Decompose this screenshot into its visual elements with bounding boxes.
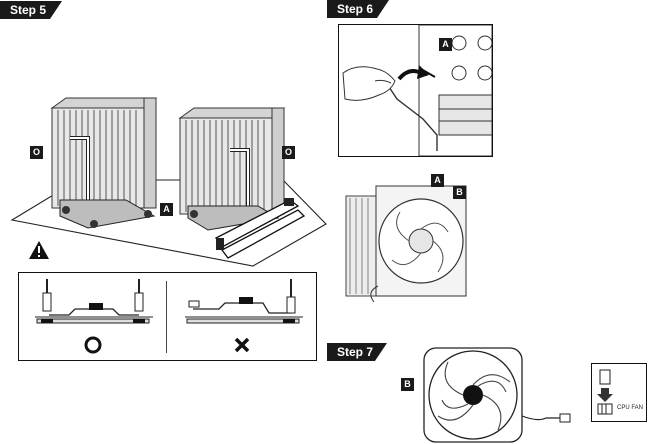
fan-cable-drawing bbox=[423, 347, 571, 443]
assembled-cooler-drawing bbox=[345, 185, 467, 303]
clip-install-drawing bbox=[342, 25, 492, 156]
incorrect-mounting-drawing bbox=[185, 279, 303, 324]
cross-incorrect-icon bbox=[234, 337, 250, 353]
step5-cooler-illustration bbox=[10, 97, 327, 267]
step-6-heading: Step 6 bbox=[327, 0, 389, 18]
circle-correct-icon bbox=[84, 336, 102, 354]
cpu-fan-header-drawing bbox=[597, 369, 613, 415]
step-7-heading: Step 7 bbox=[327, 343, 387, 361]
marker-a-step5: A bbox=[160, 203, 173, 216]
correct-mounting-drawing bbox=[35, 279, 153, 324]
left-heatsink-tower bbox=[50, 97, 158, 229]
mounting-comparison-box bbox=[18, 272, 317, 361]
cpu-fan-header-panel: CPU FAN bbox=[591, 363, 647, 422]
marker-b-step6: B bbox=[453, 186, 466, 199]
marker-a-step6-panel: A bbox=[439, 38, 452, 51]
marker-a-step6: A bbox=[431, 174, 444, 187]
marker-b-step7: B bbox=[401, 378, 414, 391]
comparison-divider bbox=[166, 281, 167, 353]
clip-install-panel: A bbox=[338, 24, 493, 157]
marker-o-left: O bbox=[30, 146, 43, 159]
right-heatsink-tower bbox=[178, 107, 286, 231]
step-5-heading: Step 5 bbox=[0, 1, 62, 19]
warning-triangle-icon bbox=[29, 241, 49, 259]
cpu-fan-label: CPU FAN bbox=[617, 405, 644, 411]
marker-o-right: O bbox=[282, 146, 295, 159]
ram-slots bbox=[214, 198, 306, 259]
